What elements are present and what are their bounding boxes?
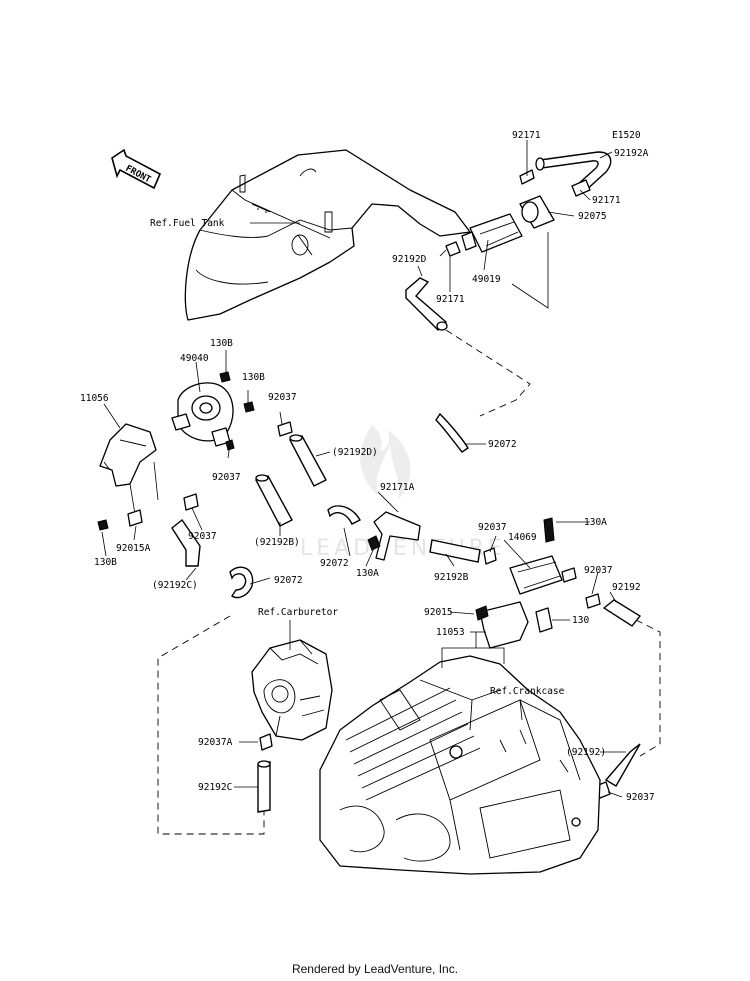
callout-92072: 92072 [274, 575, 303, 586]
fuel-filter [469, 213, 523, 253]
callout-130: 130 [572, 615, 589, 626]
diagram-code: E1520 [612, 130, 641, 141]
ref-crankcase-label: Ref.Crankcase [490, 686, 565, 697]
hose-92192b-upper [254, 474, 293, 527]
hose-92192b [429, 539, 481, 563]
callout-11056: 11056 [80, 393, 109, 404]
callout-49019: 49019 [472, 274, 501, 285]
bracket-11053 [479, 601, 529, 649]
clamp-92072-c [229, 566, 254, 599]
front-arrow-icon: FRONT [111, 148, 162, 190]
callout-92192b: 92192B [434, 572, 469, 583]
routing-line-c [635, 619, 661, 757]
bracket-11056 [99, 423, 157, 487]
clamp-92072-a [435, 412, 469, 453]
callout-92037a: 92037A [198, 737, 233, 748]
callout-92075: 92075 [578, 211, 607, 222]
callout-130b: 130B [242, 372, 265, 383]
callout-92072: 92072 [488, 439, 517, 450]
callout-130a: 130A [356, 568, 379, 579]
callout-92192c: 92192C [198, 782, 232, 793]
callout-92037: 92037 [188, 531, 217, 542]
callout-92072: 92072 [320, 558, 349, 569]
callout-92037: 92037 [626, 792, 655, 803]
fuel-filter-14069 [475, 517, 601, 649]
callout-92171: 92171 [592, 195, 621, 206]
callout-130b: 130B [210, 338, 233, 349]
callout-92192a: 92192A [614, 148, 649, 159]
callout-92192d: 92192D [392, 254, 427, 265]
footer-credit: Rendered by LeadVenture, Inc. [291, 962, 459, 976]
callout-92192d: (92192D) [332, 447, 378, 458]
callout-92192: (92192) [566, 747, 606, 758]
fuel-pump [99, 371, 255, 521]
watermark: LEADVENTURE [300, 425, 502, 561]
hose-92192d [405, 277, 448, 331]
callout-92015a: 92015A [116, 543, 151, 554]
callout-92192c: (92192C) [152, 580, 198, 591]
callout-130a: 130A [584, 517, 607, 528]
callout-92171: 92171 [512, 130, 541, 141]
clip-92171a [373, 511, 421, 561]
ref-fuel-tank-label: Ref.Fuel Tank [150, 218, 225, 229]
callout-14069: 14069 [508, 532, 537, 543]
callout-92015: 92015 [424, 607, 453, 618]
hose-92192-lower [604, 743, 641, 787]
callout-130b: 130B [94, 557, 117, 568]
hose-92192d-lower [277, 421, 327, 487]
callout-92037: 92037 [478, 522, 507, 533]
callout-92171: 92171 [436, 294, 465, 305]
routing-line-a [445, 329, 531, 417]
crankcase [319, 655, 601, 875]
hose-92192c [257, 761, 271, 813]
callout-92037: 92037 [584, 565, 613, 576]
hose-92192 [602, 599, 642, 627]
clamp-92072-b [327, 505, 361, 525]
callout-92192b: (92192B) [254, 537, 300, 548]
fuel-filter-assembly [439, 151, 612, 257]
callout-92192: 92192 [612, 582, 641, 593]
callouts: 92171 92192A 92171 92075 Ref.Fuel Tank 9… [80, 130, 655, 803]
hose-92192c-upper [97, 493, 201, 567]
leader-lines [101, 140, 626, 798]
callout-92037: 92037 [268, 392, 297, 403]
callout-92171a: 92171A [380, 482, 415, 493]
routing-line-b [157, 615, 265, 835]
clamp-92171 [519, 169, 535, 185]
ref-carburetor-label: Ref.Carburetor [258, 607, 338, 618]
callout-49040: 49040 [180, 353, 209, 364]
callout-11053: 11053 [436, 627, 465, 638]
callout-92037: 92037 [212, 472, 241, 483]
carburetor [251, 639, 333, 813]
fuel-tank [184, 149, 471, 321]
